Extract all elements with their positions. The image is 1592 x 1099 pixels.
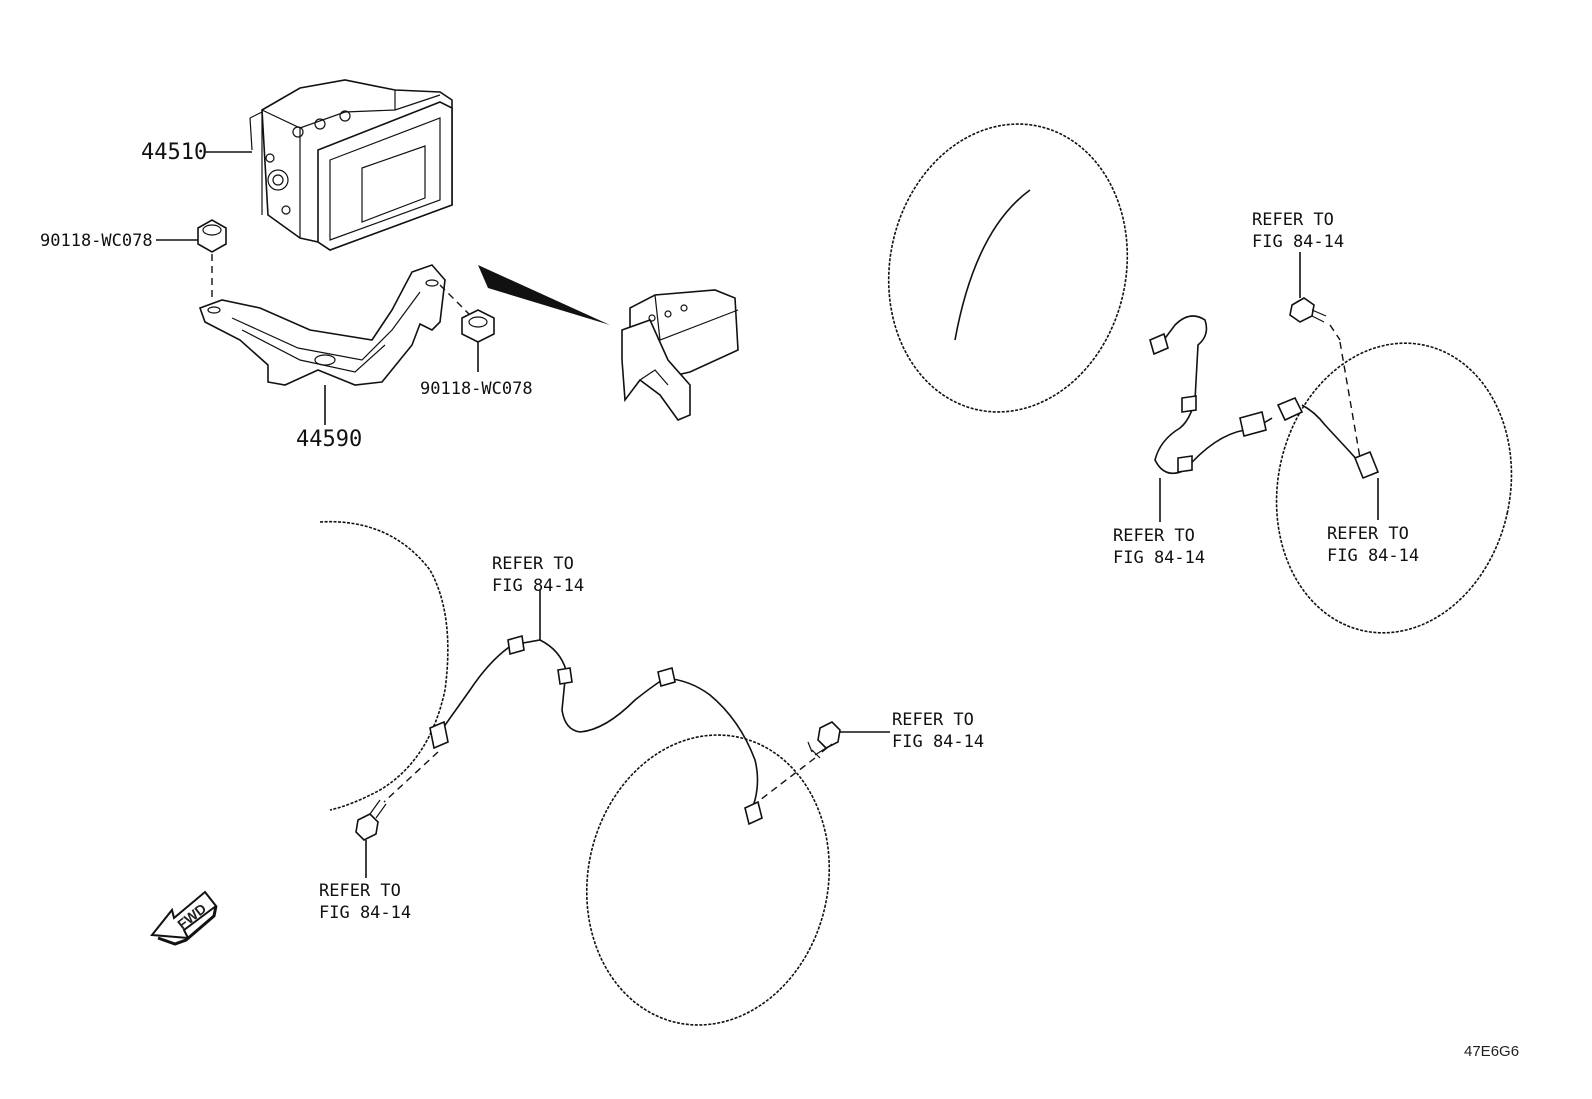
ref-rr-wire-line2: FIG 84-14 xyxy=(1113,548,1205,568)
rear-sensor-harness[interactable] xyxy=(1149,315,1380,480)
front-left-bolt[interactable] xyxy=(355,799,387,841)
front-right-bolt[interactable] xyxy=(807,721,841,759)
ref-fl-bolt-line1: REFER TO xyxy=(319,881,401,901)
ref-rr-sensor-line2: FIG 84-14 xyxy=(1327,546,1419,566)
figure-code: 47E6G6 xyxy=(1464,1043,1519,1060)
ref-fr-wire-line2: FIG 84-14 xyxy=(492,576,584,596)
ref-fr-wire-line1: REFER TO xyxy=(492,554,574,574)
ref-rr-wire-line1: REFER TO xyxy=(1113,526,1195,546)
abs-actuator[interactable] xyxy=(249,79,453,251)
nut-upper[interactable] xyxy=(197,219,227,253)
ref-fr-bolt-line2: FIG 84-14 xyxy=(892,732,984,752)
ref-fl-bolt-line2: FIG 84-14 xyxy=(319,903,411,923)
part-label-44590: 44590 xyxy=(296,427,362,452)
part-label-nut-lower: 90118-WC078 xyxy=(420,379,533,399)
rear-upper-wheel xyxy=(887,123,1129,413)
ref-fr-bolt-line1: REFER TO xyxy=(892,710,974,730)
ref-rr-top-line2: FIG 84-14 xyxy=(1252,232,1344,252)
view-pointer xyxy=(478,265,610,325)
part-label-nut-upper: 90118-WC078 xyxy=(40,231,153,251)
inset-actuator-view xyxy=(621,289,739,421)
rear-right-wheel xyxy=(1275,342,1513,634)
front-left-wheel xyxy=(319,520,449,811)
ref-rr-top-line1: REFER TO xyxy=(1252,210,1334,230)
ref-rr-sensor-line1: REFER TO xyxy=(1327,524,1409,544)
rear-bolt[interactable] xyxy=(1289,297,1327,323)
front-sensor-harness[interactable] xyxy=(429,634,763,826)
nut-lower[interactable] xyxy=(461,309,495,343)
bracket[interactable] xyxy=(198,264,446,386)
fwd-arrow-icon: FWD xyxy=(150,890,218,946)
front-right-wheel xyxy=(585,734,831,1026)
part-label-44510: 44510 xyxy=(141,140,207,165)
